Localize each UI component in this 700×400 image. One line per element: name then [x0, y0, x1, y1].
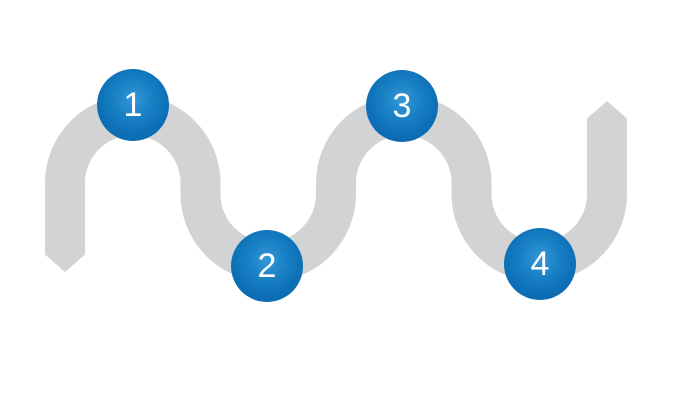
path-ribbon — [45, 95, 627, 282]
step-label-1: 1 — [123, 86, 143, 124]
step-node-4: 4 — [504, 228, 576, 300]
step-label-3: 3 — [392, 87, 412, 125]
step-node-3: 3 — [366, 70, 438, 142]
step-node-2: 2 — [231, 230, 303, 302]
step-label-2: 2 — [257, 247, 277, 285]
step-node-1: 1 — [97, 69, 169, 141]
path-start-point-icon — [45, 254, 85, 272]
path-end-point-icon — [587, 101, 627, 119]
step-label-4: 4 — [530, 245, 550, 283]
